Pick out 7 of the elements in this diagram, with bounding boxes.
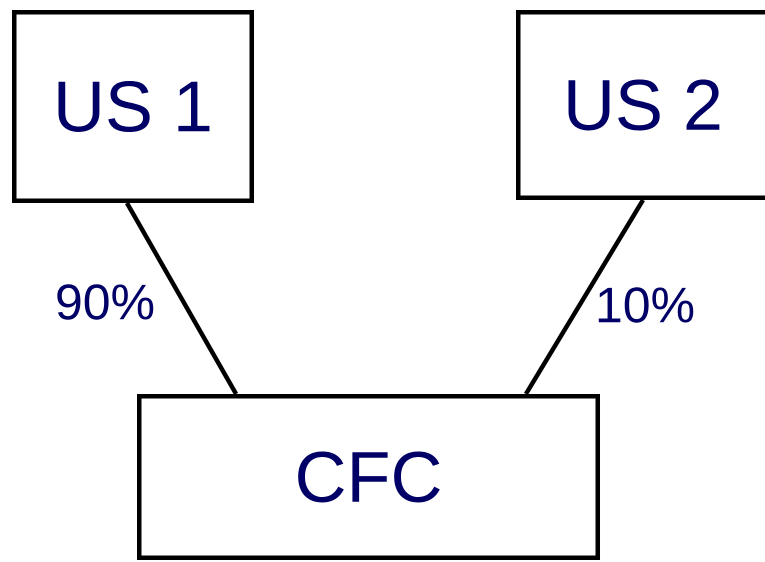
connector-line xyxy=(524,198,645,396)
edge-label: 10% xyxy=(594,286,696,324)
process-box: US 1 xyxy=(12,10,254,203)
process-box: CFC xyxy=(137,394,600,560)
process-box: US 2 xyxy=(516,10,765,200)
connector-line xyxy=(125,202,238,396)
edge-label: 90% xyxy=(54,283,156,321)
